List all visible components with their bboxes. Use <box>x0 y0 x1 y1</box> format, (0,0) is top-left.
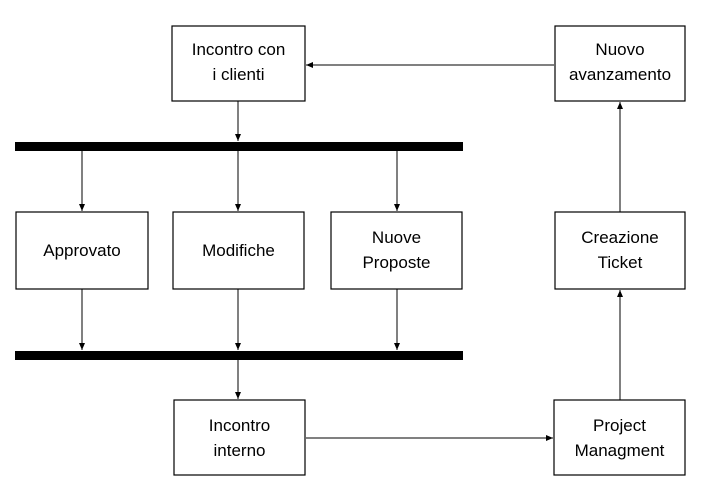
node-modifiche: Modifiche <box>172 211 305 290</box>
node-label-line: interno <box>214 441 266 460</box>
connectors <box>79 62 623 441</box>
node-nuovo-avanzamento: Nuovo avanzamento <box>554 25 686 102</box>
node-label-line: Ticket <box>598 253 643 272</box>
node-incontro-interno: Incontro interno <box>173 399 306 476</box>
node-label-line: Project <box>593 416 646 435</box>
node-label-line: avanzamento <box>569 65 671 84</box>
node-label-line: Proposte <box>362 253 430 272</box>
node-label-line: Nuovo <box>595 40 644 59</box>
node-creazione-ticket: Creazione Ticket <box>554 211 686 290</box>
node-label-line: Managment <box>575 441 665 460</box>
node-label-line: Incontro <box>209 416 270 435</box>
node-incontro-clienti: Incontro con i clienti <box>171 25 306 102</box>
node-approvato: Approvato <box>15 211 149 290</box>
node-nuove-proposte: Nuove Proposte <box>330 211 463 290</box>
fork-bar <box>15 142 463 151</box>
node-label-line: Modifiche <box>202 241 275 260</box>
node-label-line: Approvato <box>43 241 121 260</box>
node-label-line: Incontro con <box>192 40 286 59</box>
node-project-managment: Project Managment <box>553 399 686 476</box>
node-label-line: Creazione <box>581 228 659 247</box>
node-label-line: i clienti <box>213 65 265 84</box>
node-label-line: Nuove <box>372 228 421 247</box>
join-bar <box>15 351 463 360</box>
